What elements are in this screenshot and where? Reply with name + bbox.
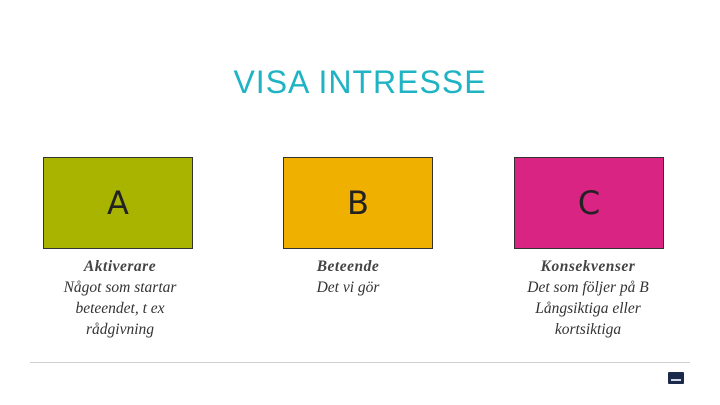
description-a-line: rådgivning	[85, 321, 155, 338]
description-b: Beteende Det vi gör	[248, 256, 448, 298]
description-b-line: Det vi gör	[316, 279, 380, 296]
brand-logo-icon	[668, 372, 684, 384]
box-a: A	[43, 157, 193, 249]
slide-title: VISA INTRESSE	[233, 64, 487, 100]
description-c-heading: Konsekvenser	[540, 258, 636, 275]
box-c: C	[514, 157, 664, 249]
box-b: B	[283, 157, 433, 249]
description-c-line: Det som följer på B	[527, 279, 649, 296]
description-c: Konsekvenser Det som följer på B Långsik…	[488, 256, 688, 340]
description-a-line: beteendet, t ex	[75, 300, 165, 317]
description-c-line: Långsiktiga eller	[535, 300, 641, 317]
footer-divider	[30, 362, 690, 363]
description-b-heading: Beteende	[316, 258, 380, 275]
description-a-line: Något som startar	[63, 279, 177, 296]
description-a: Aktiverare Något som startar beteendet, …	[20, 256, 220, 340]
description-a-heading: Aktiverare	[83, 258, 157, 275]
description-c-line: kortsiktiga	[554, 321, 622, 338]
